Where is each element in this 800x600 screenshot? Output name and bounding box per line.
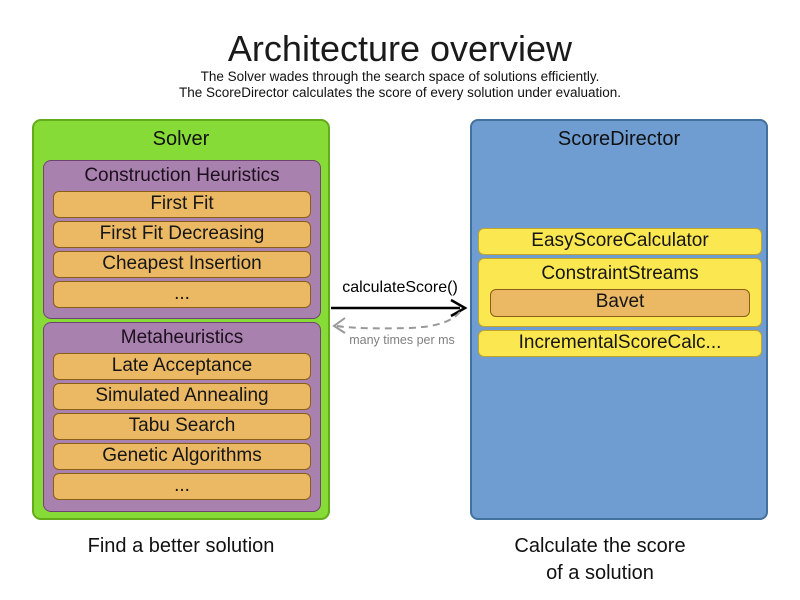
heuristic-item: Cheapest Insertion <box>53 251 311 278</box>
score-director-box: ScoreDirector EasyScoreCalculator Constr… <box>470 119 768 520</box>
constraint-streams-title: ConstraintStreams <box>541 263 699 284</box>
construction-heuristics-title: Construction Heuristics <box>84 165 280 186</box>
subtitle-line-1: The Solver wades through the search spac… <box>200 69 600 84</box>
score-director-caption-line-1: Calculate the score <box>514 535 686 557</box>
metaheuristic-item: Late Acceptance <box>53 353 311 380</box>
heuristic-item: First Fit Decreasing <box>53 221 311 248</box>
metaheuristic-item: Genetic Algorithms <box>53 443 311 470</box>
metaheuristics-box: Metaheuristics Late Acceptance Simulated… <box>43 322 321 512</box>
metaheuristics-title: Metaheuristics <box>120 327 244 348</box>
score-director-title: ScoreDirector <box>557 128 681 150</box>
many-times-label: many times per ms <box>349 333 455 347</box>
subtitle-line-2: The ScoreDirector calculates the score o… <box>179 85 621 100</box>
score-director-caption: Calculate the score of a solution <box>470 533 730 587</box>
subtitle: The Solver wades through the search spac… <box>0 69 800 101</box>
incremental-score-calculator-box: IncrementalScoreCalc... <box>478 330 762 357</box>
solver-title: Solver <box>152 128 210 150</box>
metaheuristic-item-ellipsis: ... <box>53 473 311 500</box>
heuristic-item-ellipsis: ... <box>53 281 311 308</box>
score-director-caption-line-2: of a solution <box>546 562 654 584</box>
metaheuristic-item: Simulated Annealing <box>53 383 311 410</box>
calculate-score-arrow-head <box>450 298 468 318</box>
construction-heuristics-box: Construction Heuristics First Fit First … <box>43 160 321 319</box>
solver-caption: Find a better solution <box>87 535 275 557</box>
metaheuristic-item: Tabu Search <box>53 413 311 440</box>
return-arrow-head <box>332 317 346 334</box>
metaheuristics-items: Late Acceptance Simulated Annealing Tabu… <box>53 353 311 500</box>
easy-score-calculator-box: EasyScoreCalculator <box>478 228 762 255</box>
return-arrow-line <box>336 311 461 330</box>
score-calculator-stack: EasyScoreCalculator ConstraintStreams Ba… <box>478 228 762 357</box>
page-title: Architecture overview <box>227 28 573 69</box>
constraint-streams-box: ConstraintStreams Bavet <box>478 258 762 327</box>
solver-box: Solver Construction Heuristics First Fit… <box>32 119 330 520</box>
heuristic-item: First Fit <box>53 191 311 218</box>
bavet-box: Bavet <box>490 289 750 317</box>
calculate-score-label: calculateScore() <box>342 279 458 296</box>
construction-heuristics-items: First Fit First Fit Decreasing Cheapest … <box>53 191 311 308</box>
